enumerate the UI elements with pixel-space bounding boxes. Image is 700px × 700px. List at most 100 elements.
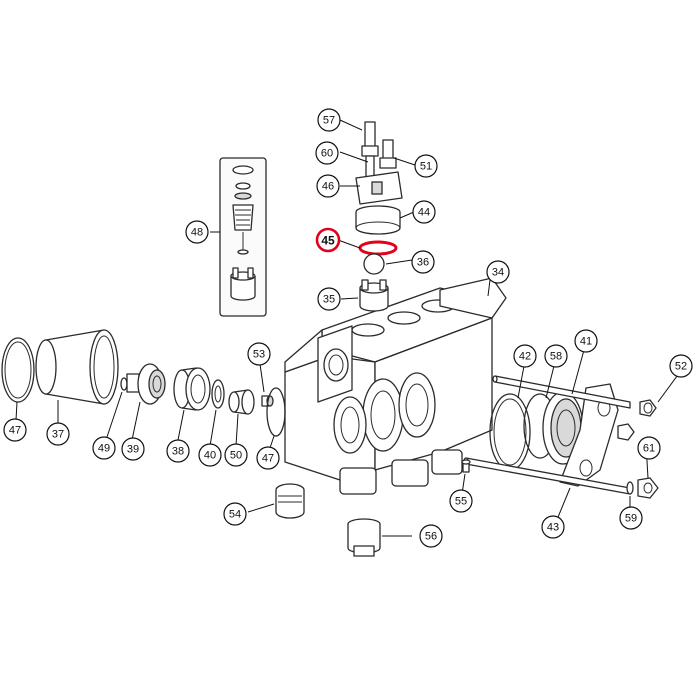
packing-part-38 bbox=[173, 367, 211, 411]
callout-circle bbox=[315, 227, 341, 253]
callout-circle bbox=[544, 344, 568, 368]
manifold-body-part-34 bbox=[284, 277, 507, 495]
callout-circle bbox=[317, 108, 341, 132]
callout-circle bbox=[121, 437, 145, 461]
callout-label: 50 bbox=[230, 450, 242, 462]
valve-seat-part-35 bbox=[359, 279, 389, 312]
o-ring-part-47-right bbox=[266, 387, 286, 437]
bracket-part-43 bbox=[559, 383, 619, 487]
callout-circle bbox=[223, 502, 247, 526]
ball-part-36 bbox=[363, 253, 385, 275]
callout-circle bbox=[414, 154, 438, 178]
callout-52: 52 bbox=[669, 354, 693, 378]
callout-circle bbox=[317, 287, 341, 311]
callout-label: 49 bbox=[98, 443, 110, 455]
callout-47-left: 47 bbox=[3, 418, 27, 442]
callout-circle bbox=[185, 220, 209, 244]
callout-circle bbox=[541, 515, 565, 539]
callout-35: 35 bbox=[317, 287, 341, 311]
callout-54: 54 bbox=[223, 502, 247, 526]
fitting-part-56 bbox=[347, 518, 381, 557]
callout-label: 61 bbox=[643, 443, 655, 455]
callout-56: 56 bbox=[419, 524, 443, 548]
callout-42: 42 bbox=[513, 344, 537, 368]
callout-circle bbox=[256, 446, 280, 470]
callout-circle bbox=[411, 250, 435, 274]
callout-label: 59 bbox=[625, 513, 637, 525]
callout-45: 45 bbox=[315, 227, 341, 253]
callout-50: 50 bbox=[224, 443, 248, 467]
callout-label: 43 bbox=[547, 522, 559, 534]
callout-label: 46 bbox=[322, 181, 334, 193]
stud-part-57 bbox=[361, 121, 379, 157]
callout-label: 42 bbox=[519, 351, 531, 363]
callout-57: 57 bbox=[317, 108, 341, 132]
washer-part-59 bbox=[626, 481, 634, 495]
callout-label: 40 bbox=[204, 450, 216, 462]
callout-40: 40 bbox=[198, 443, 222, 467]
callout-circle bbox=[316, 174, 340, 198]
callout-label: 36 bbox=[417, 257, 429, 269]
callout-circle bbox=[92, 436, 116, 460]
callout-circle bbox=[419, 524, 443, 548]
callout-61: 61 bbox=[637, 436, 661, 460]
callout-circle bbox=[619, 506, 643, 530]
callout-label: 44 bbox=[418, 207, 430, 219]
callout-55: 55 bbox=[449, 489, 473, 513]
nut-upper-right bbox=[617, 423, 635, 441]
callout-44: 44 bbox=[412, 200, 436, 224]
screw-part-55 bbox=[461, 459, 471, 473]
callout-circle bbox=[574, 329, 598, 353]
washer-part-40 bbox=[211, 379, 225, 409]
callout-label: 34 bbox=[492, 267, 504, 279]
callout-circle bbox=[247, 342, 271, 366]
o-ring-part-45 bbox=[358, 240, 398, 256]
callout-label: 38 bbox=[172, 446, 184, 458]
cylinder-sleeve-part-37 bbox=[35, 329, 119, 405]
valve-kit-box-part-48 bbox=[219, 157, 267, 317]
callout-label: 41 bbox=[580, 336, 592, 348]
nut-part-51 bbox=[379, 139, 397, 169]
callout-53: 53 bbox=[247, 342, 271, 366]
callout-circle bbox=[412, 200, 436, 224]
valve-cap-part-44 bbox=[355, 205, 401, 235]
callout-label: 57 bbox=[323, 115, 335, 127]
callout-circle bbox=[486, 260, 510, 284]
callout-circle bbox=[224, 443, 248, 467]
callout-38: 38 bbox=[166, 439, 190, 463]
callout-circle bbox=[315, 141, 339, 165]
callout-label: 35 bbox=[323, 294, 335, 306]
o-ring-part-47-left bbox=[1, 337, 35, 403]
callout-circle bbox=[3, 418, 27, 442]
callout-39: 39 bbox=[121, 437, 145, 461]
callout-circle bbox=[513, 344, 537, 368]
lever-part-46 bbox=[355, 171, 403, 205]
callout-59: 59 bbox=[619, 506, 643, 530]
callout-circle bbox=[637, 436, 661, 460]
callout-label: 47 bbox=[9, 425, 21, 437]
callout-49: 49 bbox=[92, 436, 116, 460]
callout-58: 58 bbox=[544, 344, 568, 368]
callout-circle bbox=[669, 354, 693, 378]
callout-label: 55 bbox=[455, 496, 467, 508]
callout-circle bbox=[166, 439, 190, 463]
seal-part-50 bbox=[228, 389, 255, 415]
callout-36: 36 bbox=[411, 250, 435, 274]
callout-label: 60 bbox=[321, 148, 333, 160]
callout-label: 39 bbox=[127, 444, 139, 456]
callout-label: 37 bbox=[52, 429, 64, 441]
callout-60: 60 bbox=[315, 141, 339, 165]
callout-circle bbox=[449, 489, 473, 513]
callout-37: 37 bbox=[46, 422, 70, 446]
callout-43: 43 bbox=[541, 515, 565, 539]
callout-51: 51 bbox=[414, 154, 438, 178]
nut-part-52 bbox=[639, 399, 657, 417]
callout-label: 47 bbox=[262, 453, 274, 465]
nut-part-61 bbox=[637, 477, 659, 499]
callout-label: 48 bbox=[191, 227, 203, 239]
callout-47-right: 47 bbox=[256, 446, 280, 470]
callout-label: 58 bbox=[550, 351, 562, 363]
callout-label: 51 bbox=[420, 161, 432, 173]
callout-41: 41 bbox=[574, 329, 598, 353]
